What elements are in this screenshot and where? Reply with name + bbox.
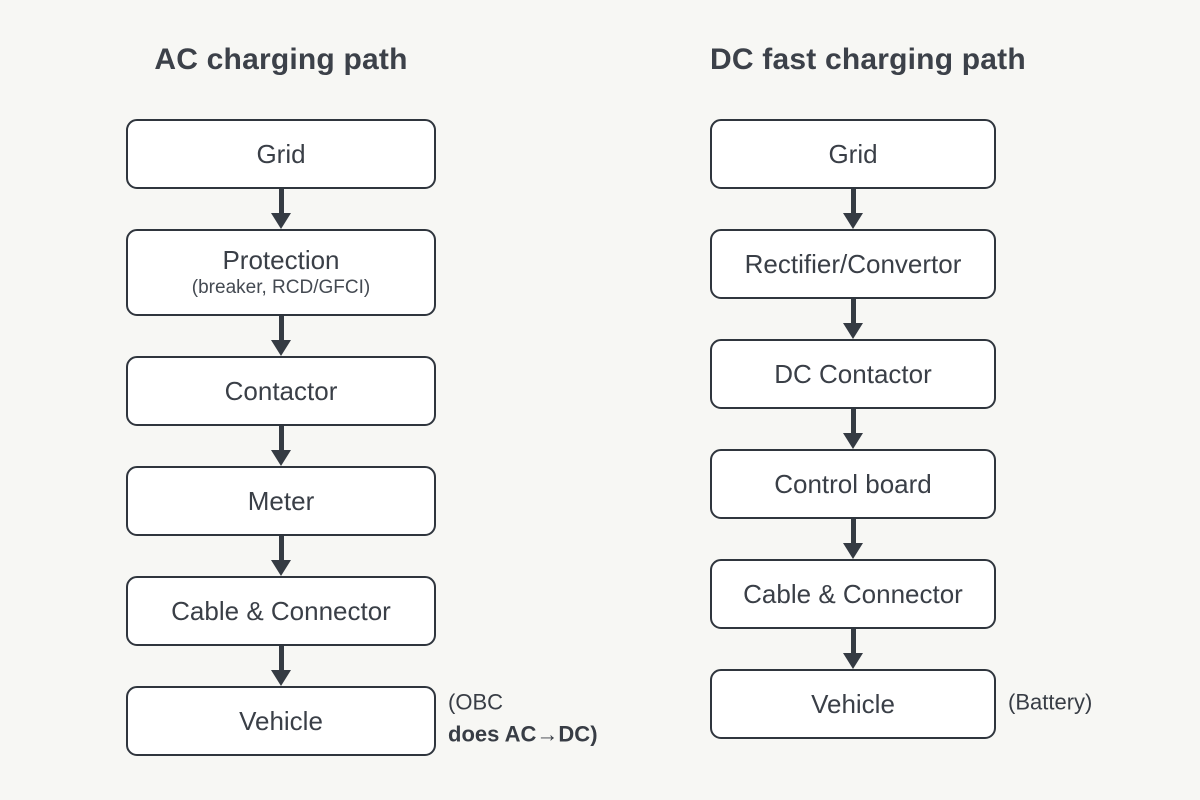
- node-label: Rectifier/Convertor: [744, 248, 962, 279]
- node-row: Meter: [126, 466, 436, 536]
- arrow-down-icon: [126, 536, 436, 576]
- arrow-stem: [278, 189, 284, 213]
- arrow-stem: [850, 409, 856, 433]
- node-label: Grid: [828, 138, 878, 169]
- node-row: Grid: [126, 119, 436, 189]
- node-row: Protection (breaker, RCD/GFCI): [126, 229, 436, 316]
- node-row: Rectifier/Convertor: [710, 229, 996, 299]
- column-title-dc: DC fast charging path: [710, 43, 1026, 76]
- arrow-head: [271, 450, 291, 466]
- annotation-line: (OBC: [448, 689, 503, 715]
- vehicle-annotation-obc: (OBC does AC→DC): [448, 686, 598, 750]
- arrow-head: [843, 433, 863, 449]
- node-sublabel: (breaker, RCD/GFCI): [191, 277, 371, 298]
- node-row: Cable & Connector: [710, 559, 996, 629]
- arrow-head: [843, 323, 863, 339]
- node-dc-cable-connector: Cable & Connector: [710, 559, 996, 629]
- node-label: Contactor: [224, 375, 338, 406]
- vehicle-annotation-battery: (Battery): [1008, 687, 1092, 719]
- node-row: Vehicle (Battery): [710, 669, 1092, 739]
- column-ac-charging-path: AC charging path Grid Protection (breake…: [126, 40, 598, 756]
- node-label: Control board: [774, 468, 932, 499]
- node-label: Meter: [247, 485, 315, 516]
- node-row: Control board: [710, 449, 996, 519]
- arrow-down-icon: [710, 519, 996, 559]
- annotation-line: (Battery): [1008, 689, 1093, 715]
- arrow-head: [843, 653, 863, 669]
- node-ac-protection: Protection (breaker, RCD/GFCI): [126, 229, 436, 316]
- node-label: Vehicle: [811, 688, 895, 719]
- node-row: Vehicle (OBC does AC→DC): [126, 686, 598, 756]
- node-dc-grid: Grid: [710, 119, 996, 189]
- arrow-down-icon: [710, 409, 996, 449]
- node-label: Grid: [256, 138, 306, 169]
- arrow-stem: [278, 536, 284, 560]
- column-dc-fast-charging-path: DC fast charging path Grid Rectifier/Con…: [710, 40, 1092, 739]
- arrow-head: [271, 340, 291, 356]
- arrow-down-icon: [126, 426, 436, 466]
- node-dc-contactor: DC Contactor: [710, 339, 996, 409]
- arrow-stem: [278, 316, 284, 340]
- column-title-ac: AC charging path: [154, 43, 408, 76]
- node-label: Protection: [222, 245, 340, 275]
- arrow-down-icon: [710, 189, 996, 229]
- arrow-down-icon: [710, 629, 996, 669]
- arrow-stem: [278, 426, 284, 450]
- node-ac-meter: Meter: [126, 466, 436, 536]
- arrow-stem: [278, 646, 284, 670]
- arrow-head: [271, 560, 291, 576]
- node-row: DC Contactor: [710, 339, 996, 409]
- arrow-head: [271, 670, 291, 686]
- node-dc-control-board: Control board: [710, 449, 996, 519]
- arrow-stem: [850, 519, 856, 543]
- arrow-stem: [850, 299, 856, 323]
- node-label: Vehicle: [239, 705, 323, 736]
- arrow-down-icon: [710, 299, 996, 339]
- arrow-stem: [850, 189, 856, 213]
- arrow-head: [843, 213, 863, 229]
- node-row: Cable & Connector: [126, 576, 436, 646]
- node-label: Cable & Connector: [743, 578, 963, 609]
- arrow-head: [271, 213, 291, 229]
- arrow-head: [843, 543, 863, 559]
- node-ac-contactor: Contactor: [126, 356, 436, 426]
- node-label: DC Contactor: [774, 358, 932, 389]
- node-row: Grid: [710, 119, 996, 189]
- node-dc-vehicle: Vehicle: [710, 669, 996, 739]
- arrow-down-icon: [126, 316, 436, 356]
- annotation-line: does AC→DC): [448, 721, 598, 747]
- node-row: Contactor: [126, 356, 436, 426]
- node-dc-rectifier-convertor: Rectifier/Convertor: [710, 229, 996, 299]
- arrow-stem: [850, 629, 856, 653]
- arrow-down-icon: [126, 189, 436, 229]
- arrow-down-icon: [126, 646, 436, 686]
- node-ac-grid: Grid: [126, 119, 436, 189]
- node-ac-cable-connector: Cable & Connector: [126, 576, 436, 646]
- node-label: Cable & Connector: [171, 595, 391, 626]
- node-ac-vehicle: Vehicle: [126, 686, 436, 756]
